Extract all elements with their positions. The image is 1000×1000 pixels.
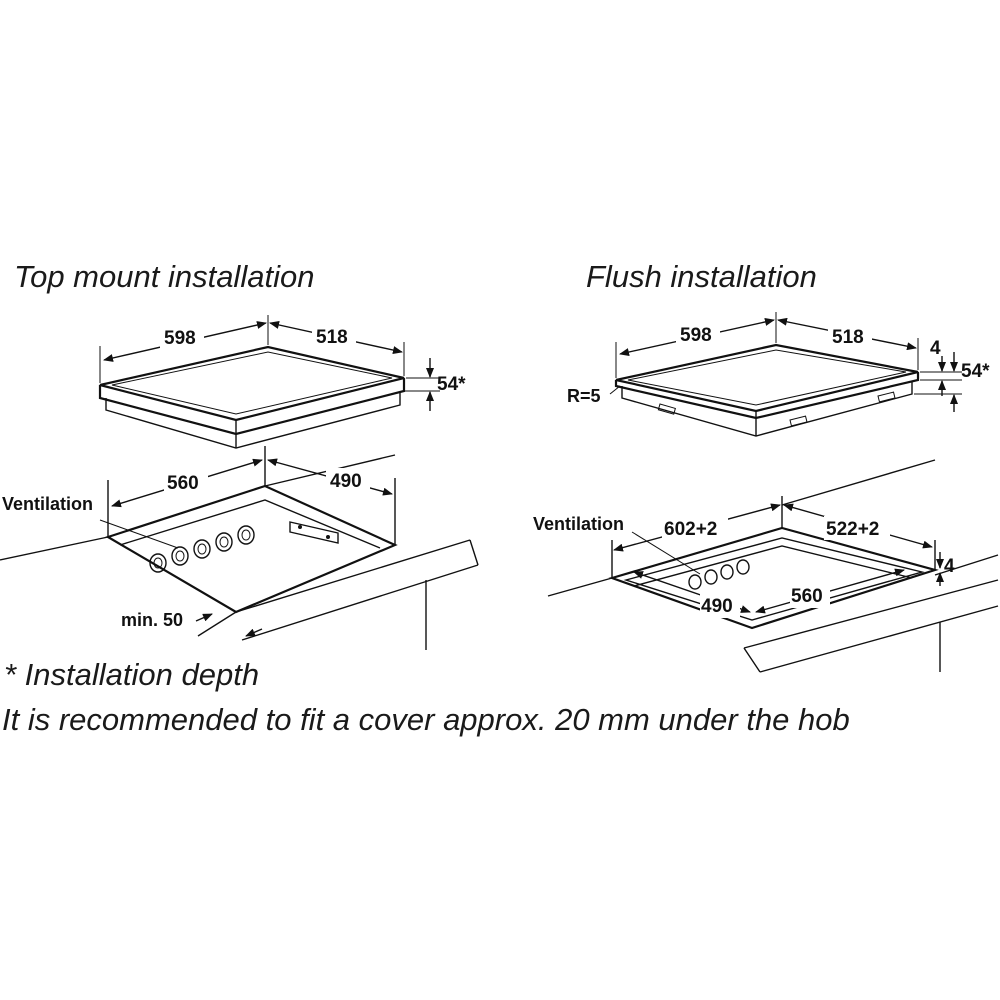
flush-worktop <box>547 459 999 673</box>
flush-hob-dimensions: 598 518 4 54* R=5 <box>567 312 990 412</box>
dim-flush-glass: 4 <box>930 338 941 359</box>
dim-flush-outer-depth: 522+2 <box>826 519 879 540</box>
top-mount-hob <box>98 345 406 449</box>
hob-frame-edge <box>98 378 406 436</box>
dim-top-width: 598 <box>164 328 196 349</box>
dim-cutout-depth: 490 <box>330 471 362 492</box>
dim-flush-inner-width: 560 <box>791 586 823 607</box>
cutout-inner-wall <box>119 499 381 549</box>
cover-recommendation-note: It is recommended to fit a cover approx.… <box>2 702 850 737</box>
dim-top-height: 54* <box>437 374 466 395</box>
top-mount-ventilation-label: Ventilation <box>2 494 93 514</box>
dim-flush-outer-width: 602+2 <box>664 519 717 540</box>
dim-flush-width: 598 <box>680 325 712 346</box>
top-mount-hob-dimensions: 598 518 54* <box>99 315 466 411</box>
dim-flush-rebate: 4 <box>944 556 955 577</box>
flush-radius-label: R=5 <box>567 386 601 406</box>
flush-vent-holes <box>688 559 750 590</box>
dim-flush-depth: 518 <box>832 327 864 348</box>
top-mount-worktop <box>0 446 479 650</box>
flush-hob-top-surface <box>615 343 919 413</box>
cutout-flush-rebate <box>623 537 925 621</box>
min-gap-label: min. 50 <box>121 610 183 630</box>
dim-flush-inner-depth: 490 <box>701 596 733 617</box>
hob-glass-inner <box>111 351 393 415</box>
top-mount-vent-holes <box>149 521 339 573</box>
flush-glass-inner <box>627 349 907 406</box>
flush-title: Flush installation <box>586 259 817 294</box>
top-mount-cutout-dimensions: 560 490 Ventilation min. 50 <box>2 458 393 637</box>
installation-depth-note: * Installation depth <box>4 657 259 692</box>
cutout-flush-outer <box>608 526 939 630</box>
top-mount-title: Top mount installation <box>14 259 314 294</box>
dim-top-depth: 518 <box>316 327 348 348</box>
dim-cutout-width: 560 <box>167 473 199 494</box>
flush-ventilation-label: Ventilation <box>533 514 624 534</box>
flush-cutout-dimensions: 602+2 522+2 490 560 4 Ventilation <box>533 503 955 618</box>
dim-flush-height: 54* <box>961 361 990 382</box>
hob-body <box>105 392 401 449</box>
flush-hob <box>614 343 920 437</box>
